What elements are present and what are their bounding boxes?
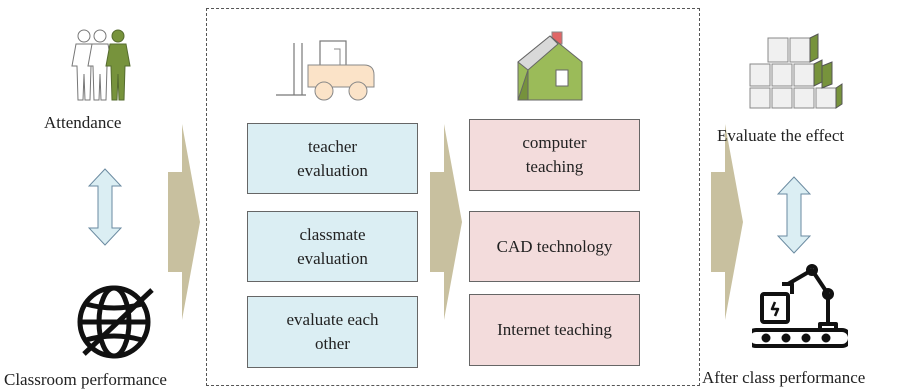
teach-box-cad: CAD technology (469, 211, 640, 282)
center-container (206, 8, 700, 386)
teach-box-cad-line1: CAD technology (496, 236, 613, 256)
teach-box-computer-line1: computer (522, 133, 587, 152)
eval-box-teacher-line2: evaluation (297, 160, 368, 180)
left-double-arrow (88, 168, 122, 246)
eval-box-teacher: teacher evaluation (247, 123, 418, 194)
eval-box-teacher-line1: teacher (307, 136, 358, 156)
eval-box-classmate-line2: evaluation (297, 248, 368, 268)
eval-box-each-other-line1: evaluate each (286, 310, 379, 329)
teach-box-internet-line1: Internet teaching (497, 320, 612, 339)
forklift-icon (276, 35, 380, 101)
teach-box-internet: Internet teaching (469, 294, 640, 366)
eval-box-classmate: classmate evaluation (247, 211, 418, 282)
flow-arrow-1 (168, 124, 200, 320)
eval-box-each-other-line2: other (315, 334, 350, 353)
eval-box-classmate-line1: classmate (299, 224, 366, 244)
blocks-icon (748, 32, 844, 110)
evaluate-effect-label: Evaluate the effect (717, 126, 845, 145)
eval-box-each-other: evaluate each other (247, 296, 418, 368)
flow-arrow-2 (430, 124, 462, 320)
flow-arrow-3 (711, 124, 743, 320)
people-icon (70, 28, 140, 102)
globe-icon (74, 282, 160, 362)
right-double-arrow (777, 176, 811, 254)
robot-arm-icon (752, 264, 848, 356)
after-class-performance-label: After class performance (702, 368, 866, 387)
teach-box-computer-line2: teaching (525, 157, 584, 176)
teach-box-computer: computer teaching (469, 119, 640, 191)
attendance-label: Attendance (44, 113, 122, 132)
classroom-performance-label: Classroom performance (4, 370, 167, 389)
house-icon (516, 30, 586, 104)
